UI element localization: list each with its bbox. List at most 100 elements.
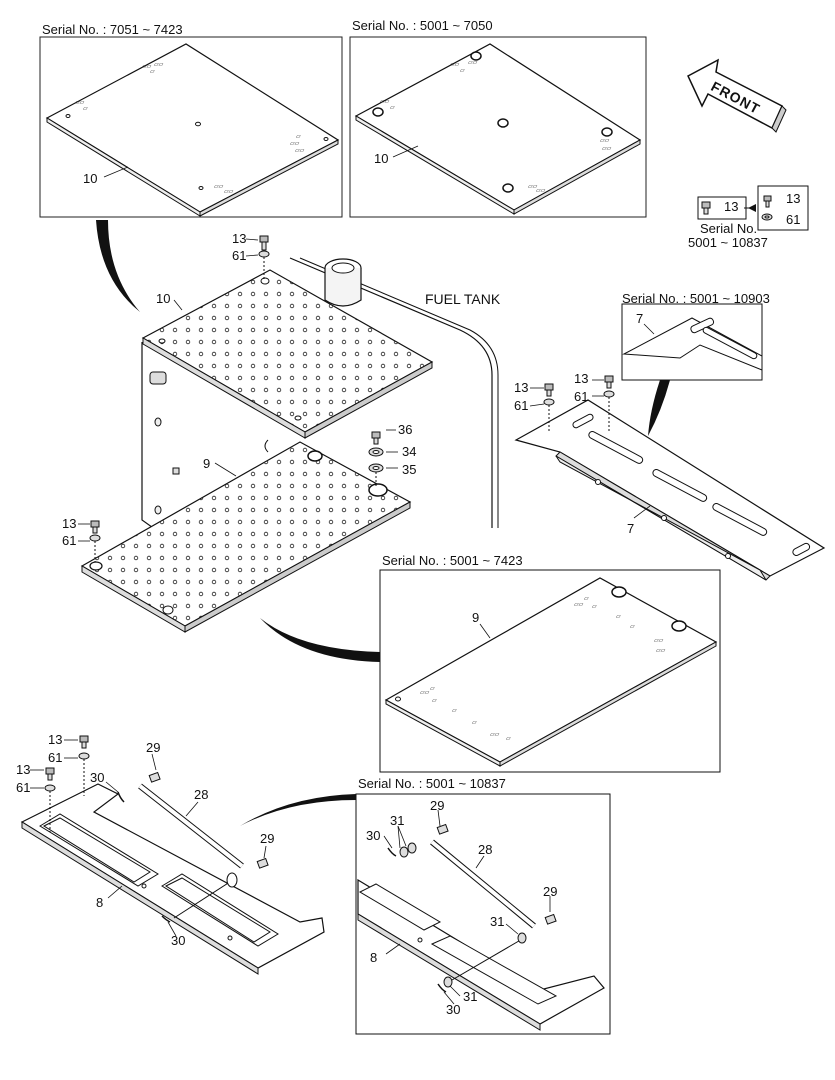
part-callout: 36: [398, 422, 413, 437]
inset-frame-top-left: [39, 36, 343, 218]
part-callout: 10: [83, 171, 98, 186]
svg-text:▱: ▱: [584, 596, 589, 602]
svg-text:▱: ▱: [506, 736, 511, 742]
part-callout: 31: [390, 813, 405, 828]
svg-text:▱: ▱: [296, 134, 301, 140]
svg-text:▱▱: ▱▱: [75, 100, 85, 106]
part-callout: 9: [472, 610, 480, 625]
part-callout: 30: [366, 828, 381, 843]
inset-frame-rail: [621, 303, 763, 381]
part-callout: 13: [514, 380, 529, 395]
svg-text:▱: ▱: [430, 686, 435, 692]
part-callout: 8: [370, 950, 378, 965]
part-callout: 10: [374, 151, 389, 166]
svg-text:▱▱: ▱▱: [468, 60, 478, 66]
part-callout: 10: [156, 291, 171, 306]
part-callout: 7: [636, 311, 644, 326]
svg-text:▱▱: ▱▱: [290, 141, 300, 147]
part-callout: 61: [514, 398, 529, 413]
inset-serial-label: Serial No. : 7051 ~ 7423: [42, 22, 183, 37]
svg-text:▱▱: ▱▱: [420, 690, 430, 696]
inset-serial-label: Serial No. : 5001 ~ 10903: [622, 291, 770, 306]
part-callout: 30: [90, 770, 105, 785]
inset-serial-label: Serial No. : 5001 ~ 10837: [358, 776, 506, 791]
part-callout: 13: [786, 191, 801, 206]
support-rod-28: [117, 771, 269, 923]
part-callout: 13: [724, 199, 739, 214]
bolt-icon: [543, 375, 615, 432]
svg-text:▱: ▱: [390, 105, 395, 111]
svg-text:▱: ▱: [83, 106, 88, 112]
inset-frame-mid-right: [379, 569, 721, 773]
part-callout: 29: [543, 884, 558, 899]
svg-text:▱▱: ▱▱: [295, 148, 305, 154]
svg-text:▱▱: ▱▱: [380, 99, 390, 105]
side-rail-7: [514, 399, 826, 581]
svg-text:▱: ▱: [432, 698, 437, 704]
leader-curve: [96, 220, 140, 312]
part-callout: 13: [48, 732, 63, 747]
part-callout: 61: [48, 750, 63, 765]
svg-text:▱▱: ▱▱: [574, 602, 584, 608]
cover-plate-9: [80, 441, 412, 633]
svg-text:▱▱: ▱▱: [528, 184, 538, 190]
part-callout: 34: [402, 444, 417, 459]
step-frame-8-variant: [357, 878, 605, 1031]
part-callout: 7: [627, 521, 635, 536]
svg-text:▱: ▱: [630, 624, 635, 630]
part-callout: 29: [430, 798, 445, 813]
part-callout: 61: [786, 212, 801, 227]
inset-frame-top-right: [349, 36, 647, 218]
part-callout: 61: [62, 533, 77, 548]
svg-text:▱: ▱: [592, 604, 597, 610]
step-frame-8: [20, 783, 325, 975]
part-callout: 9: [203, 456, 211, 471]
part-callout: 29: [146, 740, 161, 755]
svg-text:▱▱: ▱▱: [450, 62, 460, 68]
cover-plate-10-variant-b: ▱▱▱▱▱ ▱▱▱ ▱▱▱▱ ▱▱▱▱: [354, 43, 642, 215]
part-callout: 30: [171, 933, 186, 948]
leader-curve: [260, 618, 380, 662]
svg-text:▱: ▱: [472, 720, 477, 726]
part-callout: 29: [260, 831, 275, 846]
bolt-kit-serial: Serial No.: [700, 221, 758, 236]
part-callout: 13: [62, 516, 77, 531]
svg-text:▱▱: ▱▱: [214, 184, 224, 190]
leader-curve: [648, 380, 670, 436]
part-callout: 61: [232, 248, 247, 263]
cover-plate-9-variant: ▱▱▱▱ ▱▱ ▱▱▱▱ ▱▱▱▱ ▱▱ ▱▱▱: [384, 577, 718, 767]
part-callout: 28: [478, 842, 493, 857]
svg-text:▱▱: ▱▱: [602, 146, 612, 152]
svg-text:▱▱: ▱▱: [154, 62, 164, 68]
leader-curve: [240, 794, 356, 826]
svg-text:▱: ▱: [616, 614, 621, 620]
cover-plate-10: [141, 269, 434, 439]
bolt-icon: [89, 235, 384, 562]
rail-detail-7: [622, 317, 763, 371]
diagram-title: FUEL TANK: [425, 291, 501, 307]
part-callout: 31: [490, 914, 505, 929]
inset-frame-bottom: [355, 793, 611, 1035]
part-callout: 30: [446, 1002, 461, 1017]
svg-text:▱▱: ▱▱: [654, 638, 664, 644]
support-rod-28-variant: [387, 823, 557, 993]
svg-text:▱▱: ▱▱: [224, 189, 234, 195]
svg-text:▱: ▱: [150, 69, 155, 75]
part-callout: 61: [574, 389, 589, 404]
part-callout: 13: [16, 762, 31, 777]
part-callout: 35: [402, 462, 417, 477]
svg-text:▱▱: ▱▱: [536, 188, 546, 194]
part-callout: 8: [96, 895, 104, 910]
front-arrow-icon: [687, 58, 787, 133]
part-callout: 13: [232, 231, 247, 246]
part-callout: 13: [574, 371, 589, 386]
svg-text:▱▱: ▱▱: [600, 138, 610, 144]
svg-text:▱▱: ▱▱: [142, 64, 152, 70]
svg-text:▱▱: ▱▱: [656, 648, 666, 654]
cover-plate-10-variant-a: ▱▱▱▱▱ ▱▱▱ ▱▱▱▱▱ ▱▱▱▱: [45, 43, 340, 217]
part-callout: 31: [463, 989, 478, 1004]
svg-text:▱: ▱: [452, 708, 457, 714]
bolt-kit-box-to: [757, 185, 809, 231]
